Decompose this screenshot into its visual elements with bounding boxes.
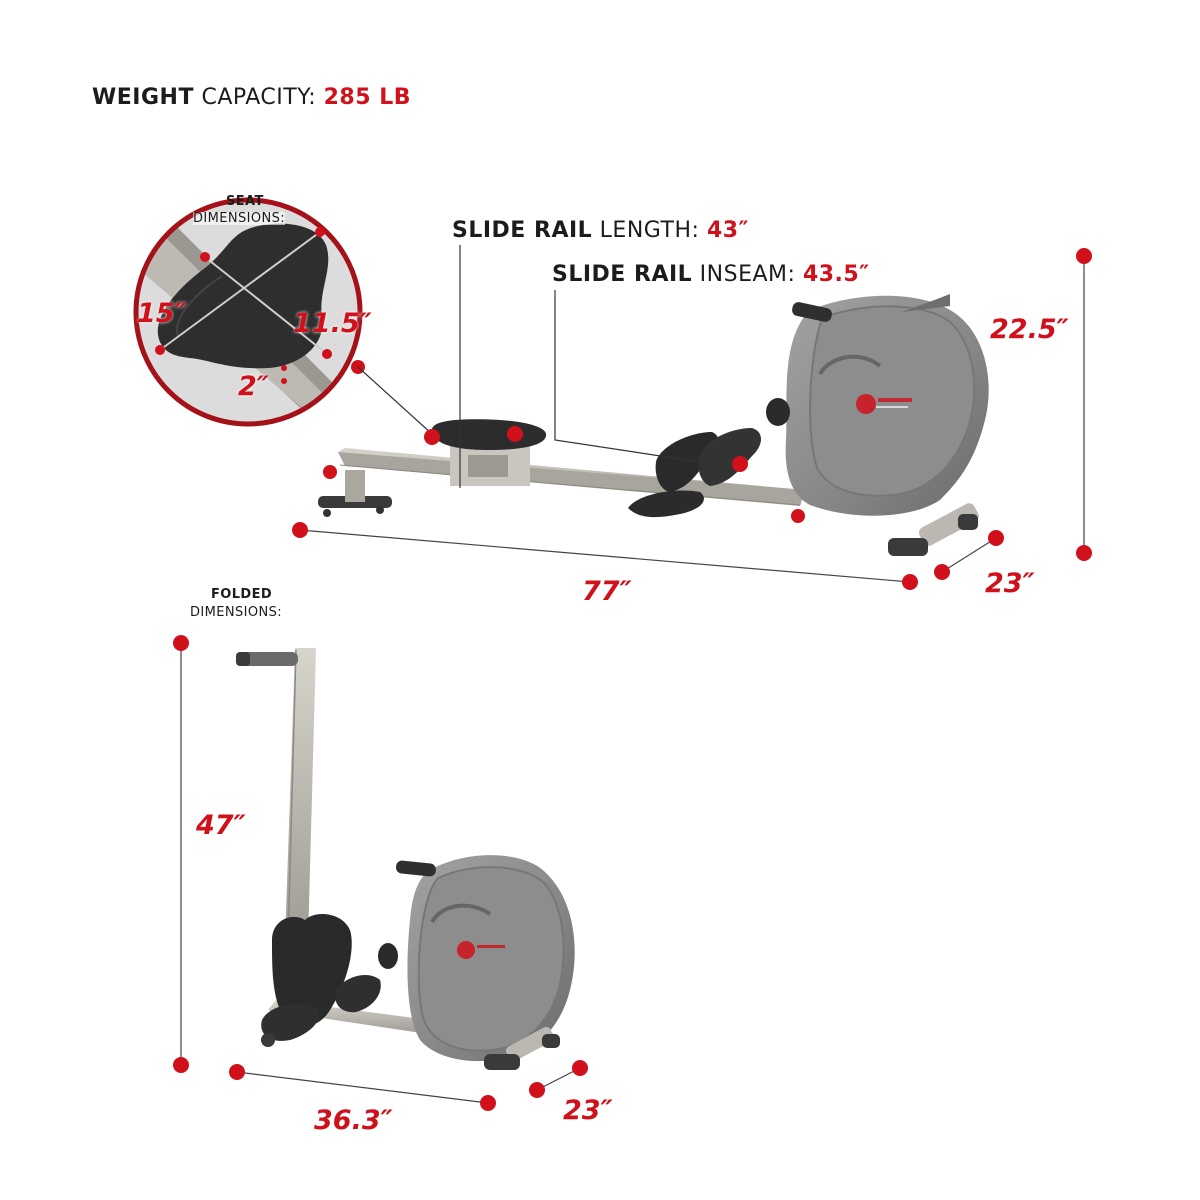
unfolded-length-value: 77″ [582, 576, 632, 607]
slide-rail-length-value: 43″ [706, 218, 749, 243]
weight-label-bold: WEIGHT [92, 85, 194, 110]
unfolded-dimension-lines [292, 248, 1092, 590]
slide-rail-inseam-value: 43.5″ [802, 262, 870, 287]
slide-rail-length-label-bold: SLIDE RAIL [452, 218, 593, 243]
folded-dimension-lines [173, 635, 588, 1111]
unfolded-height-value: 22.5″ [990, 314, 1069, 345]
slide-rail-inseam: SLIDE RAIL INSEAM: 43.5″ [552, 264, 870, 286]
folded-width-value: 23″ [563, 1095, 613, 1126]
folded-length-value: 36.3″ [314, 1105, 393, 1136]
seat-subtitle: DIMENSIONS: [193, 211, 286, 226]
folded-subtitle: DIMENSIONS: [190, 605, 283, 620]
slide-rail-length: SLIDE RAIL LENGTH: 43″ [452, 220, 749, 242]
leader-lines [459, 245, 701, 488]
rower-unfolded [318, 294, 989, 556]
unfolded-width-value: 23″ [985, 568, 1035, 599]
seat-length-value: 15″ [137, 298, 187, 329]
seat-title: SEAT [226, 194, 264, 209]
seat-height-value: 2″ [238, 371, 269, 402]
seat-detail-circle [133, 197, 433, 435]
weight-value: 285 LB [323, 85, 411, 110]
slide-rail-inseam-label-rest: INSEAM: [699, 262, 796, 287]
slide-rail-inseam-label-bold: SLIDE RAIL [552, 262, 693, 287]
seat-cushion [157, 223, 329, 369]
weight-capacity: WEIGHT CAPACITY: 285 LB [92, 87, 411, 109]
rower-folded [236, 648, 575, 1070]
folded-height-value: 47″ [196, 810, 246, 841]
slide-rail-length-label-rest: LENGTH: [599, 218, 700, 243]
weight-label-rest: CAPACITY: [201, 85, 317, 110]
folded-title: FOLDED [211, 587, 273, 602]
seat-width-value: 11.5″ [293, 308, 372, 339]
